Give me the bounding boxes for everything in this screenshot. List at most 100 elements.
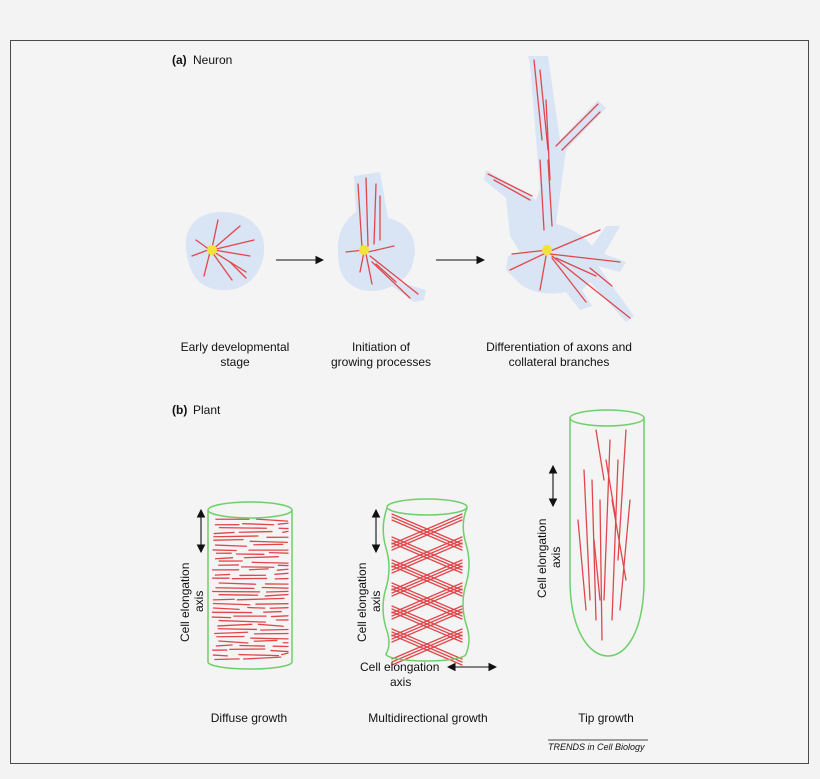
microtubule — [238, 530, 273, 533]
microtubule — [611, 459, 619, 621]
microtubule — [274, 572, 289, 575]
microtubule — [391, 605, 463, 637]
microtubule — [269, 607, 289, 609]
centrosome-icon — [207, 245, 217, 255]
microtubule — [242, 523, 275, 526]
microtubule — [391, 628, 463, 660]
microtubule — [253, 639, 278, 642]
diffuse-axis-label-line1: Cell elongation — [178, 563, 192, 642]
microtubule — [212, 607, 240, 611]
microtubule — [249, 540, 289, 544]
stage-1-label-line1: Early developmental — [181, 340, 290, 354]
microtubule — [212, 598, 235, 601]
microtubule — [218, 640, 249, 644]
tip-microtubules — [577, 429, 631, 641]
microtubule — [247, 606, 266, 609]
multi-axis-label-line1: Cell elongation — [355, 563, 369, 642]
tip-axis-label-line2: axis — [549, 547, 563, 568]
microtubule — [268, 551, 289, 554]
microtubule — [250, 637, 289, 640]
microtubule — [619, 499, 631, 611]
growth-label-multidirectional: Multidirectional growth — [368, 711, 487, 725]
growth-label-diffuse: Diffuse growth — [211, 711, 287, 725]
panel-a-letter: (a) — [172, 53, 187, 67]
microtubule — [255, 518, 289, 522]
microtubule — [605, 459, 617, 521]
microtubule — [255, 603, 289, 605]
microtubule — [391, 536, 463, 568]
neuron-early-stage — [185, 212, 265, 291]
microtubule — [593, 539, 601, 601]
neuron-initiation — [337, 172, 426, 302]
microtubule — [217, 623, 253, 627]
figure-frame — [10, 40, 809, 764]
microtubule — [257, 623, 284, 627]
credit-text: TRENDS in Cell Biology — [548, 742, 645, 752]
microtubule — [391, 582, 463, 614]
microtubule — [248, 568, 269, 571]
microtubule — [218, 594, 259, 596]
microtubule — [261, 586, 289, 589]
microtubule — [595, 429, 605, 481]
microtubule — [277, 522, 289, 525]
microtubule — [243, 556, 279, 559]
microtubule — [236, 597, 285, 601]
microtubule — [238, 653, 280, 657]
microtubule — [391, 559, 463, 591]
stage-2-label-line2: growing processes — [331, 355, 431, 369]
diffuse-growth-cell — [207, 501, 293, 670]
microtubule — [603, 439, 611, 601]
diffuse-microtubules — [211, 518, 289, 661]
stage-3-label-line1: Differentiation of axons and — [486, 340, 632, 354]
microtubule — [215, 644, 233, 647]
microtubule — [218, 619, 266, 623]
microtubule — [391, 631, 463, 663]
microtubule — [599, 499, 603, 641]
tip-growth-cell — [569, 409, 645, 657]
stage-3-label-line2: collateral branches — [509, 355, 610, 369]
microtubule — [214, 631, 249, 635]
microtubule — [212, 549, 237, 552]
microtubule — [218, 582, 257, 585]
microtubule — [260, 628, 289, 631]
microtubule — [217, 628, 258, 631]
neuron-early-microtubules — [191, 219, 255, 281]
microtubule — [212, 654, 229, 657]
microtubule — [213, 535, 259, 538]
growth-label-tip: Tip growth — [578, 711, 634, 725]
stage-1-label-line2: stage — [220, 355, 250, 369]
panel-b-letter: (b) — [172, 403, 187, 417]
multi-axis-label-h-line1: Cell elongation — [360, 660, 439, 674]
stage-2-label-line1: Initiation of — [352, 340, 411, 354]
microtubule — [214, 658, 240, 661]
microtubule — [263, 610, 282, 613]
multidirectional-growth-cell — [382, 498, 470, 666]
panel-a-title: Neuron — [193, 53, 232, 67]
multi-axis-label-h-line2: axis — [390, 675, 411, 689]
microtubule — [239, 644, 266, 647]
microtubule — [270, 615, 289, 618]
microtubule — [280, 652, 289, 656]
tip-axis-label-line1: Cell elongation — [535, 519, 549, 598]
microtubule — [215, 587, 255, 590]
microtubule — [251, 561, 289, 564]
microtubule — [577, 519, 587, 611]
microtubule — [270, 649, 289, 653]
microtubule — [282, 530, 289, 533]
multi-axis-label-line2: axis — [369, 591, 383, 612]
microtubule — [583, 469, 591, 601]
microtubule — [264, 593, 289, 597]
microtubule — [213, 531, 235, 535]
microtubule — [242, 656, 282, 660]
centrosome-icon — [359, 245, 369, 255]
microtubule — [212, 602, 251, 606]
microtubule — [214, 557, 234, 560]
microtubule — [214, 573, 231, 576]
microtubule — [265, 590, 289, 593]
microtubule — [218, 526, 268, 529]
microtubule — [211, 616, 232, 619]
microtubule — [276, 568, 289, 571]
neuron-differentiated-microtubules — [487, 59, 631, 319]
microtubule — [591, 479, 597, 621]
